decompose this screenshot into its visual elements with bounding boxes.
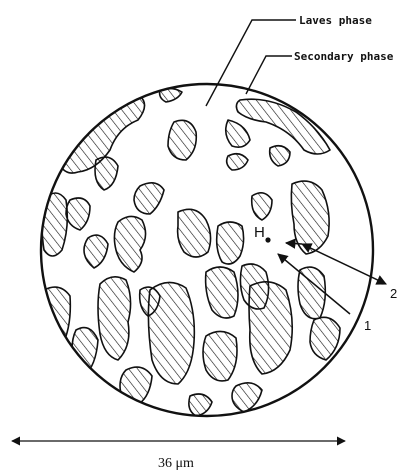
secondary-phase-island — [252, 193, 272, 220]
point-h-dot — [265, 237, 270, 242]
laves-phase-label: Laves phase — [299, 14, 372, 27]
secondary-phase-island — [178, 209, 211, 257]
secondary-phase-island — [226, 120, 250, 147]
scale-label: 36 μm — [158, 456, 194, 471]
secondary-phase-island — [42, 193, 67, 256]
secondary-phase-label: Secondary phase — [294, 50, 394, 63]
secondary-phase-island — [84, 235, 108, 268]
secondary-phase-island — [189, 394, 212, 416]
secondary-phase-island — [114, 216, 145, 272]
secondary-phase-island — [148, 282, 194, 384]
point-h-label: H — [254, 224, 265, 241]
secondary-phase-island — [217, 222, 244, 264]
arrow-1-label: 1 — [364, 318, 371, 333]
secondary-phase-island — [206, 267, 238, 318]
secondary-phase-island — [168, 120, 196, 160]
secondary-phase-leader — [246, 56, 292, 94]
secondary-phase-island — [203, 331, 237, 380]
secondary-phase-island — [134, 183, 164, 214]
secondary-phase-island — [98, 277, 131, 360]
secondary-phase-island — [227, 154, 248, 170]
arrow-2-label: 2 — [390, 286, 397, 301]
laves-phase-leader — [206, 20, 296, 106]
secondary-phase-island — [249, 282, 292, 374]
secondary-phase-island — [95, 157, 118, 190]
secondary-phase-regions — [42, 88, 340, 416]
secondary-phase-island — [66, 198, 90, 230]
secondary-phase-island — [270, 146, 290, 166]
label-leaders — [206, 20, 296, 106]
